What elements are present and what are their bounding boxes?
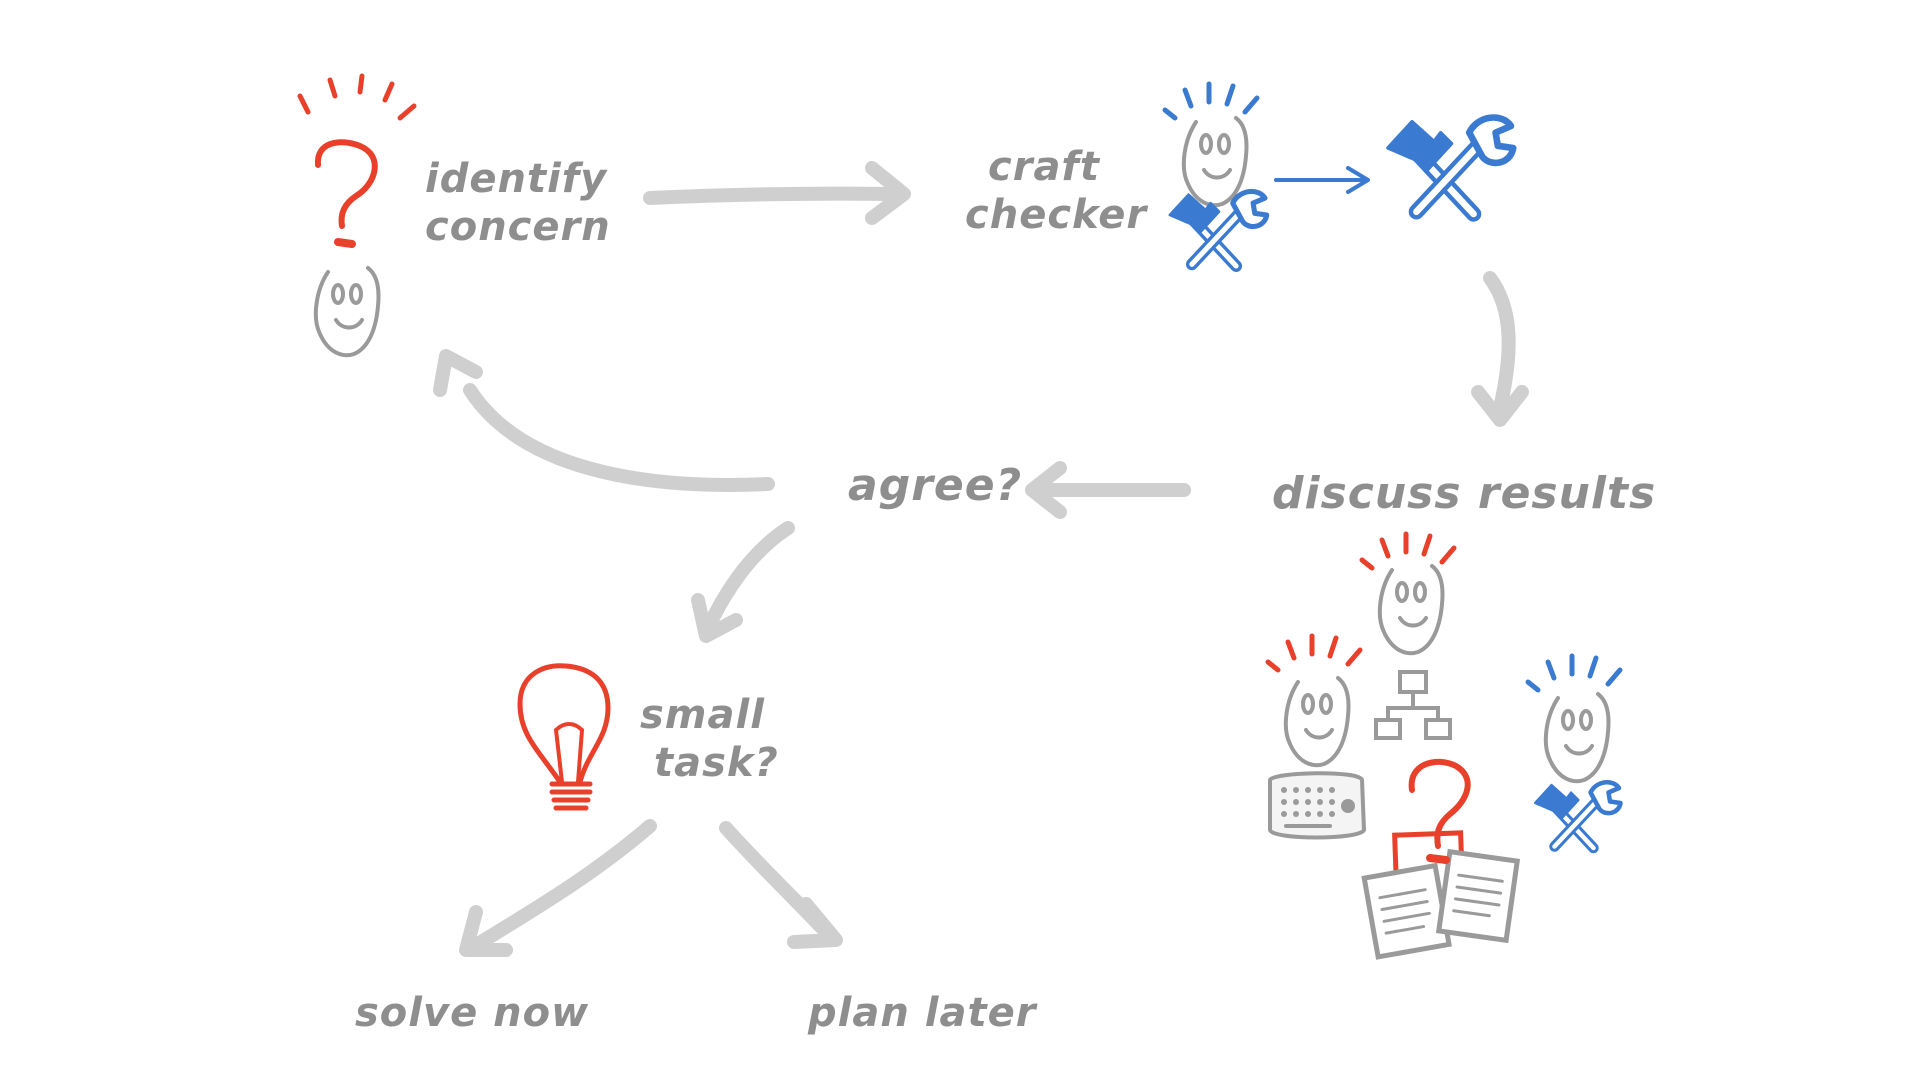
- blue-hair-icon: [1528, 656, 1620, 690]
- arrow-small-to-solve: [459, 819, 657, 957]
- arrow-tools-to-discuss: [1471, 271, 1529, 427]
- face-icon: [313, 266, 381, 358]
- blue-hair-icon: [1165, 84, 1257, 118]
- arrow-small-to-plan: [719, 821, 843, 949]
- flowchart-icon: [1374, 670, 1452, 740]
- keyboard-icon: [1268, 771, 1367, 840]
- discuss-label: discuss results: [1272, 468, 1656, 519]
- arrow-agree-to-small-task: [691, 521, 795, 643]
- concern-person: [297, 73, 417, 358]
- face-icon: [1377, 564, 1445, 656]
- identify-label-line1: identify: [425, 156, 608, 202]
- question-mark-icon: [1408, 759, 1471, 864]
- arrow-agree-to-identify: [433, 349, 775, 492]
- arrow-identify-to-craft: [643, 161, 911, 225]
- question-mark-icon: [297, 73, 417, 248]
- craft-person: [1165, 84, 1267, 266]
- solve-now-label: solve now: [355, 990, 589, 1036]
- tools-icon: [1388, 118, 1513, 214]
- face-icon: [1543, 692, 1611, 784]
- lightbulb-icon: [517, 663, 611, 811]
- craft-label-line2: checker: [965, 192, 1148, 238]
- team-group: [1268, 534, 1621, 960]
- documents-icon: [1361, 830, 1521, 960]
- small-task-label-line1: small: [640, 692, 765, 738]
- small-task-label-line2: task?: [654, 740, 779, 786]
- plan-later-label: plan later: [807, 990, 1038, 1036]
- red-hair-icon: [1268, 636, 1360, 670]
- identify-label-line2: concern: [425, 204, 611, 250]
- tools-icon: [1170, 191, 1267, 266]
- craft-label-line1: craft: [988, 144, 1101, 190]
- tools-icon: [1535, 782, 1621, 848]
- arrow-discuss-to-agree: [1025, 461, 1191, 519]
- red-hair-icon: [1362, 534, 1454, 568]
- face-icon: [1181, 116, 1249, 208]
- agree-label: agree?: [848, 460, 1022, 511]
- arrow-craft-to-tools: [1274, 166, 1370, 194]
- face-icon: [1283, 676, 1351, 768]
